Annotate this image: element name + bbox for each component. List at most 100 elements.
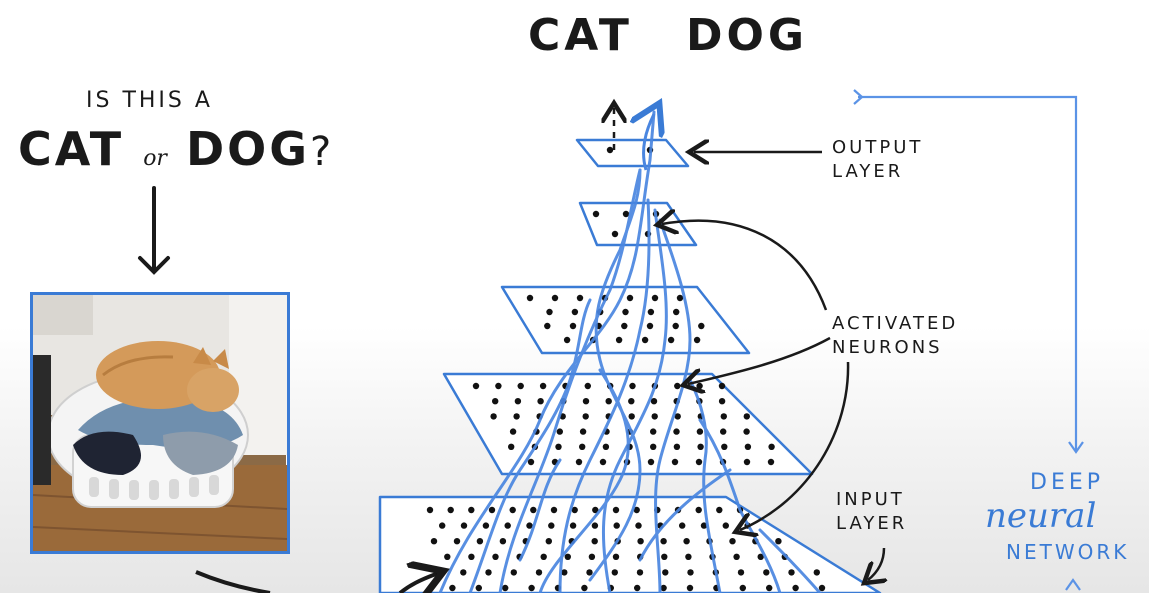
neuron-dot bbox=[544, 322, 551, 330]
neuron-dot bbox=[763, 569, 770, 576]
neuron-dot bbox=[447, 506, 454, 514]
neuron-dot bbox=[647, 458, 655, 466]
neuron-dot bbox=[539, 382, 547, 390]
neuron-dot bbox=[634, 584, 641, 592]
neuron-dot bbox=[718, 382, 726, 390]
neuron-dot bbox=[599, 458, 607, 466]
neuron-dot bbox=[613, 522, 620, 529]
neuron-dot bbox=[739, 584, 746, 592]
neuron-dot bbox=[650, 428, 657, 435]
neuron-dot bbox=[729, 538, 736, 545]
neuron-dot bbox=[676, 294, 684, 302]
neuron-dot bbox=[579, 428, 587, 435]
neuron-dot bbox=[818, 584, 826, 592]
photo-to-network-arrow-icon bbox=[195, 570, 271, 593]
neuron-dot bbox=[698, 322, 705, 330]
neuron-dot bbox=[768, 443, 775, 450]
neuron-dot bbox=[460, 522, 468, 529]
neuron-dot bbox=[510, 569, 517, 576]
neuron-dot bbox=[581, 584, 588, 592]
neuron-dot bbox=[651, 294, 659, 302]
neuron-dot bbox=[592, 506, 599, 514]
neuron-dot bbox=[636, 569, 644, 576]
connection-path bbox=[588, 168, 642, 582]
neuron-dot bbox=[696, 428, 704, 435]
neuron-dot bbox=[743, 458, 751, 466]
activated-pointer-2-icon bbox=[688, 336, 831, 384]
neuron-dot bbox=[673, 308, 680, 316]
input-label-line1: INPUT bbox=[836, 489, 905, 510]
neuron-dot bbox=[621, 322, 628, 330]
output-layer-plane bbox=[575, 138, 690, 168]
neuron-dot bbox=[540, 553, 547, 560]
connection-path bbox=[654, 218, 692, 593]
neuron-dot bbox=[683, 538, 690, 545]
neuron-dot bbox=[530, 506, 537, 514]
connection-path bbox=[558, 198, 651, 593]
neuron-dot bbox=[444, 553, 451, 560]
neuron-dot bbox=[611, 230, 619, 238]
network-arrow-up-icon bbox=[1065, 578, 1081, 591]
neuron-dot bbox=[563, 336, 571, 344]
neuron-dot bbox=[646, 322, 654, 330]
neuron-dot bbox=[792, 584, 799, 592]
neuron-dot bbox=[556, 428, 563, 435]
neuron-dot bbox=[629, 382, 636, 390]
cat-photo bbox=[30, 292, 290, 554]
neuron-dot bbox=[686, 584, 694, 592]
neuron-dot bbox=[576, 294, 584, 302]
neuron-dot bbox=[468, 553, 475, 560]
neuron-dot bbox=[720, 413, 727, 420]
neuron-dot bbox=[569, 322, 577, 330]
neuron-dot bbox=[453, 538, 461, 545]
neuron-dot bbox=[508, 443, 515, 450]
neuron-dot bbox=[718, 398, 726, 405]
cat-photo-illustration bbox=[33, 295, 287, 551]
neuron-dot bbox=[662, 569, 669, 576]
neuron-dot bbox=[591, 538, 598, 545]
connection-path bbox=[698, 418, 782, 593]
neuron-dot bbox=[548, 522, 555, 529]
neuron-dot bbox=[687, 569, 694, 576]
question-or: or bbox=[143, 146, 167, 171]
neuron-dot bbox=[674, 382, 681, 390]
feedback-arrow-down-icon bbox=[1068, 441, 1084, 454]
activated-pointer-3-icon bbox=[740, 361, 850, 530]
question-arrow-down-icon bbox=[138, 186, 170, 275]
neuron-dot bbox=[660, 538, 667, 545]
neuron-dot bbox=[660, 584, 667, 592]
neuron-dot bbox=[517, 382, 524, 390]
neuron-dot bbox=[661, 553, 668, 560]
neuron-dot bbox=[606, 146, 614, 154]
neuron-dot bbox=[685, 553, 692, 560]
output-layer-label: OUTPUT LAYER bbox=[832, 136, 923, 184]
neuron-dot bbox=[569, 522, 577, 529]
question-cat: CAT bbox=[18, 122, 125, 176]
connection-path bbox=[638, 468, 732, 562]
neuron-dot bbox=[615, 336, 623, 344]
neuron-dot bbox=[651, 413, 658, 420]
neuron-dot bbox=[716, 506, 723, 514]
neuron-dot bbox=[571, 506, 578, 514]
neuron-dot bbox=[504, 522, 511, 529]
neuron-dot bbox=[743, 413, 750, 420]
neuron-dot bbox=[588, 553, 596, 560]
neuron-dot bbox=[430, 538, 438, 545]
neuron-dot bbox=[449, 584, 456, 592]
neuron-dot bbox=[605, 398, 612, 405]
neuron-dot bbox=[612, 506, 620, 514]
neuron-dot bbox=[488, 506, 496, 514]
neuron-dot bbox=[439, 522, 446, 529]
neuron-dot bbox=[550, 506, 558, 514]
neuron-dot bbox=[555, 443, 562, 450]
neuron-dot bbox=[490, 413, 497, 420]
neuron-dot bbox=[737, 569, 745, 576]
neuron-dot bbox=[672, 322, 679, 330]
neuron-dot bbox=[674, 413, 681, 420]
input-layer-plane bbox=[378, 495, 882, 593]
neuron-dot bbox=[584, 382, 591, 390]
neuron-dot bbox=[509, 506, 516, 514]
hidden-layer-2-plane bbox=[500, 285, 751, 355]
neuron-dot bbox=[721, 443, 728, 450]
neuron-dot bbox=[502, 584, 509, 592]
